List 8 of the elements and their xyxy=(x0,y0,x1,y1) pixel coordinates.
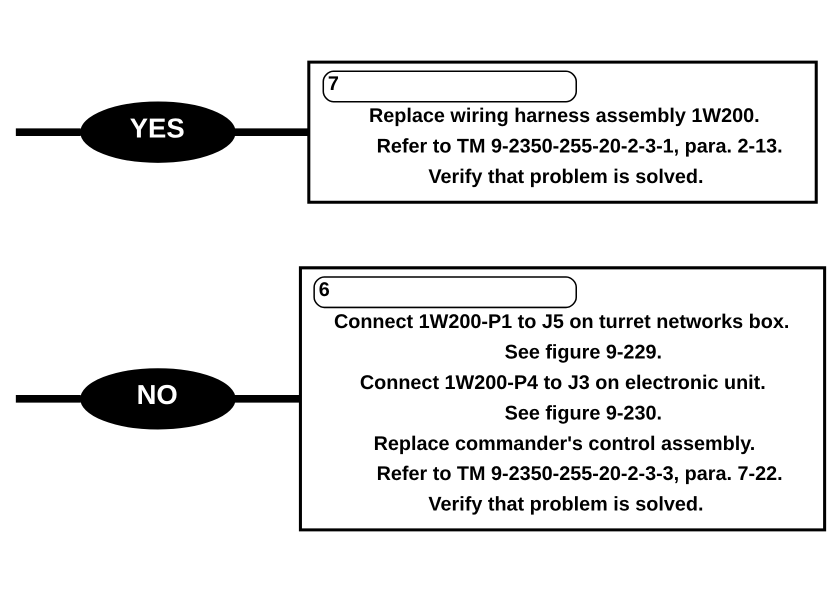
connector xyxy=(16,394,81,402)
node-ellipse: NO xyxy=(80,368,236,429)
node-box: 7 Replace wiring harness assembly 1W200. Refer to TM 9-2350-255-20-2-3-1, para. 2-13. Verify that problem is solved. xyxy=(307,60,818,204)
connector xyxy=(235,394,300,402)
connector xyxy=(16,128,81,136)
node-ellipse: YES xyxy=(80,101,236,162)
connector xyxy=(235,128,308,136)
node-box: 6 Connect 1W200-P1 to J5 on turret networks box. See figure 9-229. Connect 1W200-P4 to J3 on electronic unit. See figure 9-230. Replace commander's control assembly. Refer to TM 9-2350-255-20-2-3-3, para. 7-22. Verify that problem is solved. xyxy=(298,266,826,531)
